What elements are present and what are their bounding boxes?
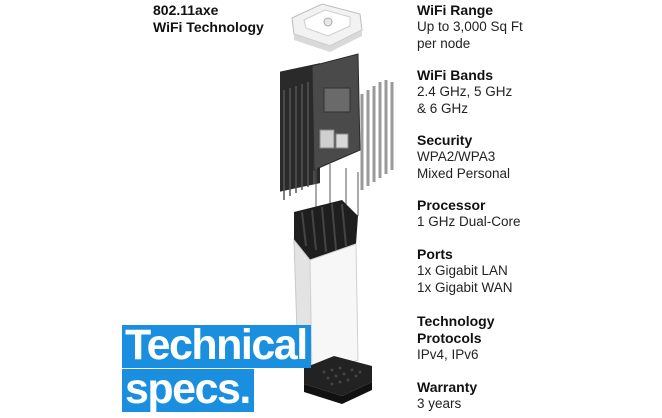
spec-value: 3 years: [417, 396, 462, 411]
spec-label: Processor: [417, 197, 486, 213]
wifi-technology-title: 802.11axe WiFi Technology: [153, 2, 313, 36]
spec-label: Technology Protocols: [417, 313, 495, 346]
headline-text-1: Technical: [122, 324, 311, 368]
headline-text-2: specs.: [122, 368, 254, 412]
spec-value: 1 GHz Dual-Core: [417, 214, 521, 229]
main-board-assembly: [280, 53, 394, 216]
spec-technology-protocols: Technology Protocols IPv4, IPv6: [417, 313, 657, 364]
spec-wifi-range: WiFi Range Up to 3,000 Sq Ft per node: [417, 2, 657, 52]
spec-label: Ports: [417, 246, 453, 262]
spec-label: Security: [417, 132, 473, 148]
spec-wifi-bands: WiFi Bands 2.4 GHz, 5 GHz & 6 GHz: [417, 67, 657, 117]
spec-label: WiFi Bands: [417, 67, 494, 83]
spec-value: Up to 3,000 Sq Ft per node: [417, 19, 523, 51]
spec-processor: Processor 1 GHz Dual-Core: [417, 197, 657, 231]
router-body: [293, 200, 359, 378]
title-line-1: 802.11axe: [153, 2, 219, 18]
router-base-stand: [304, 356, 372, 404]
headline-line-2: specs.: [122, 368, 254, 412]
spec-value: 1x Gigabit LAN 1x Gigabit WAN: [417, 263, 513, 295]
spec-value: 2.4 GHz, 5 GHz & 6 GHz: [417, 84, 513, 116]
spec-label: WiFi Range: [417, 2, 494, 18]
spec-security: Security WPA2/WPA3 Mixed Personal: [417, 132, 657, 182]
title-line-2: WiFi Technology: [153, 19, 264, 35]
spec-value: WPA2/WPA3 Mixed Personal: [417, 149, 511, 181]
spec-warranty: Warranty 3 years: [417, 379, 657, 413]
headline-line-1: Technical: [122, 324, 311, 368]
router-top-cap: [291, 3, 363, 52]
spec-ports: Ports 1x Gigabit LAN 1x Gigabit WAN: [417, 246, 657, 296]
spec-label: Warranty: [417, 379, 478, 395]
spec-value: IPv4, IPv6: [417, 347, 479, 362]
router-exploded-illustration: [280, 3, 394, 404]
